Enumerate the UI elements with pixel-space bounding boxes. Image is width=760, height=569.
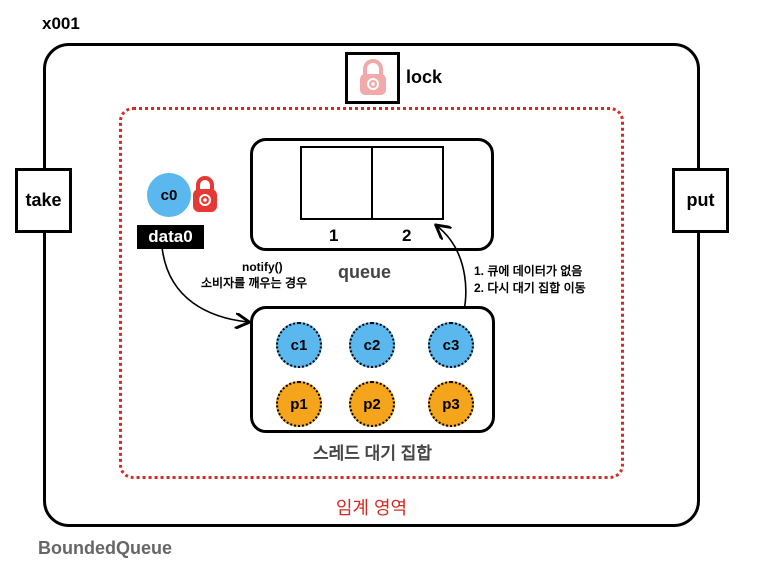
queue-slot-number: 2: [402, 226, 412, 245]
take-method-label: take: [25, 190, 62, 210]
c3-step-1: 1. 큐에 데이터가 없음: [474, 264, 583, 278]
thread-label: p1: [290, 395, 308, 413]
critical-section-region: [119, 107, 624, 479]
wait-set-label: 스레드 대기 집합: [313, 444, 432, 463]
thread-label: p2: [363, 395, 381, 413]
take-method-box: take: [15, 168, 72, 233]
put-method-box: put: [672, 168, 729, 233]
thread-label: c2: [363, 336, 381, 354]
consumer-thread-c1: c1: [276, 322, 322, 368]
queue-slot-number: 1: [329, 226, 339, 245]
thread-label: c3: [442, 336, 460, 354]
object-address: x001: [42, 14, 80, 33]
object-lock-box: [345, 52, 400, 104]
thread-label: p3: [442, 395, 460, 413]
notify-call-label: notify(): [242, 260, 283, 274]
c3-step-2: 2. 다시 대기 집합 이동: [474, 281, 586, 295]
queue-slot: [371, 146, 444, 220]
critical-section-label: 임계 영역: [335, 498, 408, 518]
producer-thread-p3: p3: [428, 381, 474, 427]
data-chip: data0: [137, 225, 204, 249]
notify-description: 소비자를 깨우는 경우: [201, 276, 308, 290]
lock-label: lock: [406, 67, 443, 87]
thread-label: c1: [290, 336, 308, 354]
consumer-thread-c2: c2: [349, 322, 395, 368]
running-thread-c0: c0: [147, 173, 191, 217]
put-method-label: put: [686, 190, 715, 210]
queue-label: queue: [338, 262, 392, 282]
held-lock-icon: [193, 176, 217, 212]
queue-slot: [300, 146, 373, 220]
notify-arrow: [161, 246, 248, 322]
thread-label: c0: [160, 186, 178, 204]
object-name-label: BoundedQueue: [38, 538, 172, 558]
bounded-queue-object: [43, 43, 700, 527]
producer-thread-p1: p1: [276, 381, 322, 427]
consumer-thread-c3: c3: [428, 322, 474, 368]
padlock-icon: [359, 59, 386, 95]
producer-thread-p2: p2: [349, 381, 395, 427]
